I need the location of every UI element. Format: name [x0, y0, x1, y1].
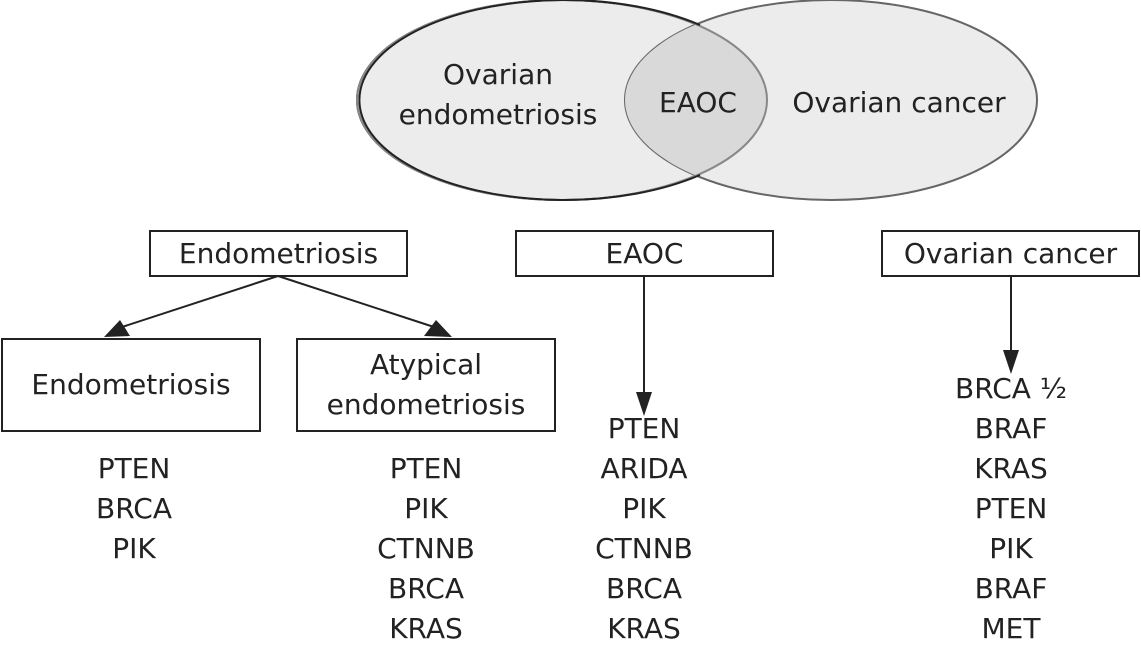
gene-item: BRCA ½	[954, 372, 1067, 405]
gene-item: PTEN	[974, 492, 1048, 525]
gene-item: BRCA	[96, 492, 172, 525]
box-ovarian-cancer-top: Ovarian cancer	[881, 230, 1140, 277]
box-endometriosis-top-label: Endometriosis	[178, 236, 379, 270]
venn-label-endometriosis: endometriosis	[399, 98, 598, 131]
gene-item: KRAS	[389, 612, 463, 645]
arrow-line-to-endometriosis	[121, 275, 279, 328]
gene-item: PIK	[404, 492, 448, 525]
arrowhead-ovarian-cancer	[1003, 350, 1019, 374]
gene-item: PTEN	[97, 452, 171, 485]
gene-item: CTNNB	[595, 532, 693, 565]
gene-item: KRAS	[607, 612, 681, 645]
gene-item: CTNNB	[377, 532, 475, 565]
box-eaoc-top-label: EAOC	[605, 236, 684, 270]
venn-left-outline-outer	[358, 0, 701, 201]
box-endometriosis-sub-label: Endometriosis	[31, 368, 231, 401]
gene-list-ovarian-cancer: BRCA ½ BRAF KRAS PTEN PIK BRAF MET	[911, 369, 1111, 649]
gene-item: PTEN	[607, 412, 681, 445]
box-atypical-endometriosis: Atypical endometriosis	[296, 338, 556, 432]
arrowhead-eaoc	[636, 392, 652, 416]
gene-item: PIK	[989, 532, 1033, 565]
gene-item: BRCA	[388, 572, 464, 605]
box-endometriosis-sub: Endometriosis	[1, 338, 261, 432]
gene-item: BRAF	[974, 412, 1048, 445]
box-atypical-label-line2: endometriosis	[326, 388, 526, 421]
box-eaoc-top: EAOC	[515, 230, 774, 277]
gene-item: MET	[981, 612, 1041, 645]
gene-item: KRAS	[974, 452, 1048, 485]
gene-item: BRCA	[606, 572, 682, 605]
gene-item: BRAF	[974, 572, 1048, 605]
gene-item: ARIDA	[600, 452, 688, 485]
gene-list-endometriosis: PTEN BRCA PIK	[34, 449, 234, 569]
arrowhead-to-endometriosis	[104, 320, 130, 337]
venn-label-ovarian: Ovarian	[443, 58, 553, 91]
venn-overlap-eaoc	[625, 0, 767, 200]
gene-list-atypical-endometriosis: PTEN PIK CTNNB BRCA KRAS	[326, 449, 526, 649]
arrow-line-to-atypical	[277, 275, 435, 328]
box-atypical-label-line1: Atypical	[369, 348, 483, 381]
gene-item: PIK	[112, 532, 156, 565]
gene-item: PTEN	[389, 452, 463, 485]
gene-item: PIK	[622, 492, 666, 525]
gene-list-eaoc: PTEN ARIDA PIK CTNNB BRCA KRAS	[544, 409, 744, 649]
box-ovarian-cancer-top-label: Ovarian cancer	[903, 236, 1118, 270]
venn-label-eaoc: EAOC	[659, 86, 737, 119]
venn-label-ovarian-cancer: Ovarian cancer	[792, 86, 1006, 119]
box-endometriosis-top: Endometriosis	[149, 230, 408, 277]
arrowhead-to-atypical	[424, 320, 452, 337]
